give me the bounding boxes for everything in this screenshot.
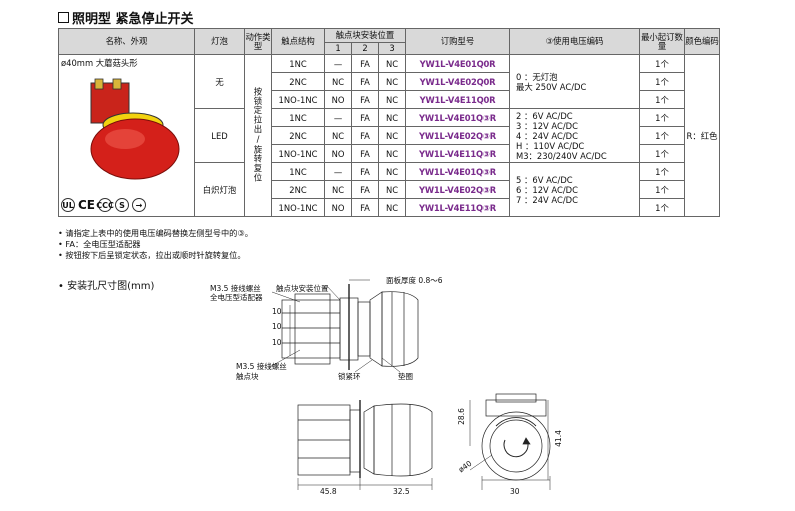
dim-10-a: 10 (272, 307, 282, 316)
page-title: 照明型 紧急停止开关 (58, 8, 194, 27)
label-contact-pos: 触点块安装位置 (276, 284, 329, 293)
voltage-line: 5 ：6V AC/DC (516, 174, 573, 185)
model-cell: YW1L-V4E11Q③R (405, 198, 510, 217)
checkbox-square-icon (58, 12, 69, 23)
header-pos3: 3 (378, 42, 406, 55)
dim-28-6: 28.6 (456, 408, 466, 425)
label-panel: 面板厚度 0.8～6 (386, 276, 443, 285)
contact-block-body (281, 299, 341, 359)
voltage-line: H ：110V AC/DC (516, 140, 585, 151)
cert-icon: S (115, 198, 130, 212)
note-2: • FA：全电压型适配器 (58, 239, 141, 250)
cert-icon: CE (78, 198, 96, 212)
voltage-cell: 0 ：无灯泡最大 250V AC/DC (509, 54, 640, 109)
voltage-line: 7 ：24V AC/DC (516, 194, 578, 205)
label-washer: 垫圈 (398, 372, 413, 381)
spec-table: 名称、外观 灯泡 动作类型 触点结构 触点块安装位置 订购型号 ③使用电压编码 … (58, 28, 720, 217)
voltage-line: 2 ：6V AC/DC (516, 110, 573, 121)
voltage-line: 最大 250V AC/DC (516, 81, 587, 92)
header-min-order: 最小起订数量 (639, 28, 685, 55)
header-color: 颜色编码 (684, 28, 720, 55)
header-model: 订购型号 (405, 28, 510, 55)
note-3: • 按钮按下后呈锁定状态，拉出或顺时针旋转复位。 (58, 250, 246, 261)
voltage-line: 0 ：无灯泡 (516, 71, 558, 82)
dim-41-4: 41.4 (553, 430, 563, 447)
voltage-line: 4 ：24V AC/DC (516, 130, 578, 141)
label-lock-ring: 锁紧环 (338, 372, 361, 381)
label-m35-contact: M3.5 接线螺丝 (236, 362, 287, 371)
lamp-cell: 白炽灯泡 (194, 162, 245, 217)
dim-30: 30 (510, 487, 520, 496)
header-lamp: 灯泡 (194, 28, 245, 55)
cert-icon: UL (61, 198, 75, 212)
lamp-cell: LED (194, 108, 245, 163)
color-cell: R：红色 (684, 54, 720, 217)
pos1-cell: NO (324, 198, 352, 217)
mushroom-head-side (381, 291, 419, 367)
note-1: • 请指定上表中的使用电压编码替换左侧型号中的③。 (58, 228, 253, 238)
action-type: 按锁定拉出/旋转复位 (253, 86, 263, 183)
drawing-subtitle: • 安装孔尺寸图(mm) (58, 281, 155, 292)
dim-45-8: 45.8 (320, 487, 337, 496)
product-name: ø40mm 大蘑菇头形 (61, 58, 138, 68)
bottom-head (373, 403, 433, 477)
cert-icon: CCC (96, 198, 114, 212)
header-name: 名称、外观 (58, 28, 195, 55)
front-head-outer (481, 411, 551, 481)
voltage-line: 3 ：12V AC/DC (516, 120, 578, 131)
dim-10-c: 10 (272, 338, 282, 347)
label-adapter: 全电压型适配器 (210, 293, 263, 302)
dim-10-b: 10 (272, 322, 282, 331)
notes: • 请指定上表中的使用电压编码替换左侧型号中的③。 • FA：全电压型适配器 •… (58, 228, 253, 262)
dim-32-5: 32.5 (393, 487, 410, 496)
lamp-cell: 无 (194, 54, 245, 109)
lock-ring (369, 291, 383, 367)
voltage-line: M3：230/240V AC/DC (516, 150, 607, 161)
label-contact-block: 触点块 (236, 372, 259, 381)
cert-icon: → (132, 198, 147, 212)
qty-cell: 1个 (639, 198, 685, 217)
voltage-line: 6 ：12V AC/DC (516, 184, 578, 195)
product-image (90, 78, 180, 180)
label-m35-adapter: M3.5 接线螺丝 (210, 284, 261, 293)
header-pos2: 2 (351, 42, 379, 55)
